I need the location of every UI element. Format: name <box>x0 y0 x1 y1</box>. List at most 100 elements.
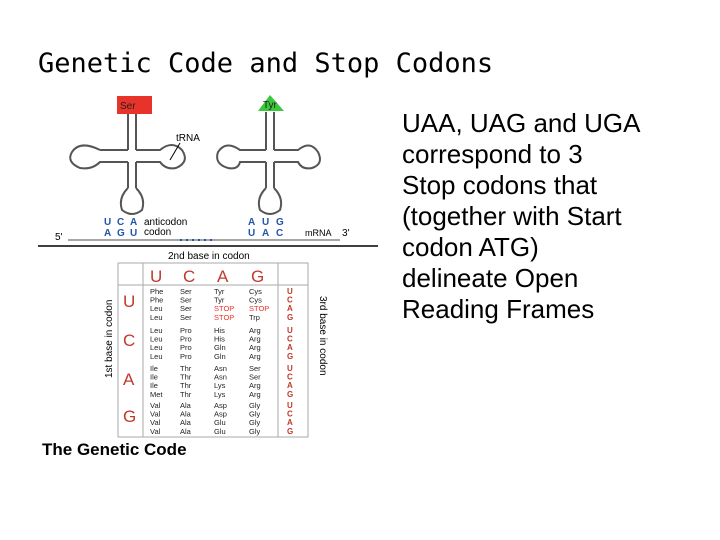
codon-base: U <box>248 228 255 239</box>
amino-acid-cell: Tyr <box>214 296 225 305</box>
amino-acid-cell: Ile <box>150 373 158 382</box>
amino-acid-label-left: Ser <box>120 101 136 112</box>
anticodon-base: A <box>248 217 255 228</box>
amino-acid-cell: Thr <box>180 364 192 373</box>
five-prime-label: 5' <box>55 232 63 243</box>
amino-acid-cell: Arg <box>249 352 261 361</box>
amino-acid-cell: His <box>214 335 225 344</box>
amino-acid-cell: Val <box>150 427 161 436</box>
amino-acid-cell: Leu <box>150 343 163 352</box>
codon-base: U <box>130 228 137 239</box>
stop-codon-cell: STOP <box>249 304 269 313</box>
amino-acid-cell: Glu <box>214 427 226 436</box>
anticodon-base: G <box>276 217 284 228</box>
amino-acid-cell: Thr <box>180 381 192 390</box>
first-base-title: 1st base in codon <box>104 300 115 378</box>
amino-acid-cell: Pro <box>180 352 192 361</box>
trna-right <box>216 112 321 215</box>
amino-acid-cell: Ala <box>180 427 192 436</box>
stop-codon-cell: STOP <box>214 304 234 313</box>
amino-acid-cell: Arg <box>249 390 261 399</box>
third-base-label: G <box>287 427 293 436</box>
amino-acid-cell: Gly <box>249 410 261 419</box>
third-base-label: A <box>287 304 293 313</box>
third-base-label: U <box>287 364 293 373</box>
amino-acid-cell: Asn <box>214 364 227 373</box>
amino-acid-cell: Leu <box>150 304 163 313</box>
anticodon-base: C <box>117 217 124 228</box>
third-base-label: G <box>287 352 293 361</box>
third-base-label: C <box>287 373 293 382</box>
third-base-label: G <box>287 313 293 322</box>
amino-acid-cell: Arg <box>249 326 261 335</box>
first-base-u: U <box>123 292 135 311</box>
amino-acid-cell: Leu <box>150 326 163 335</box>
amino-acid-cell: Ile <box>150 381 158 390</box>
amino-acid-cell: Ser <box>249 364 261 373</box>
first-base-g: G <box>123 407 136 426</box>
amino-acid-cell: Val <box>150 410 161 419</box>
amino-acid-cell: Ala <box>180 401 192 410</box>
second-base-title: 2nd base in codon <box>168 251 250 262</box>
stop-codon-cell: STOP <box>214 313 234 322</box>
amino-acid-marker-right <box>258 95 284 111</box>
bullet-line: Stop codons that <box>402 170 598 200</box>
second-base-a: A <box>217 267 229 286</box>
amino-acid-cell: Trp <box>249 313 260 322</box>
amino-acid-cell: Thr <box>180 390 192 399</box>
amino-acid-cell: Cys <box>249 287 262 296</box>
bullet-line: correspond to 3 <box>402 139 583 169</box>
bullet-text: UAA, UAG and UGA correspond to 3 Stop co… <box>402 108 712 325</box>
second-base-u: U <box>150 267 162 286</box>
amino-acid-cell: Pro <box>180 326 192 335</box>
trna-diagram: Ser Tyr tRNA U C A A G U anticodon codon <box>55 95 350 243</box>
amino-acid-cell: Ser <box>180 287 192 296</box>
amino-acid-box-left <box>117 96 152 114</box>
anticodon-base: U <box>262 217 269 228</box>
amino-acid-cell: Ala <box>180 410 192 419</box>
codon-base: A <box>104 228 111 239</box>
codon-base: C <box>276 228 283 239</box>
amino-acid-cell: Gly <box>249 418 261 427</box>
amino-acid-cell: Ile <box>150 364 158 373</box>
amino-acid-cell: Thr <box>180 373 192 382</box>
amino-acid-cell: Arg <box>249 343 261 352</box>
trna-left <box>69 112 186 215</box>
amino-acid-cell: Leu <box>150 313 163 322</box>
codon-label: codon <box>144 227 171 238</box>
amino-acid-cell: Leu <box>150 352 163 361</box>
amino-acid-cell: Phe <box>150 296 163 305</box>
anticodon-base: A <box>130 217 137 228</box>
amino-acid-cell: Ser <box>249 373 261 382</box>
slide-title: Genetic Code and Stop Codons <box>38 48 494 79</box>
amino-acid-cell: Gly <box>249 427 261 436</box>
amino-acid-cell: Arg <box>249 335 261 344</box>
third-base-title: 3rd base in codon <box>317 296 328 376</box>
genetic-code-table: 2nd base in codon 1st base in codon 3rd … <box>104 251 328 438</box>
amino-acid-cell: Lys <box>214 390 226 399</box>
trna-label: tRNA <box>176 133 200 144</box>
amino-acid-cell: Asp <box>214 401 227 410</box>
amino-acid-cell: Ser <box>180 313 192 322</box>
bullet-line: delineate Open <box>402 263 579 293</box>
bullet-line: codon ATG) <box>402 232 539 262</box>
codon-base: A <box>262 228 269 239</box>
amino-acid-cell: Ala <box>180 418 192 427</box>
amino-acid-cell: Gln <box>214 352 226 361</box>
third-base-label: A <box>287 381 293 390</box>
bullet-line: (together with Start <box>402 201 622 231</box>
mrna-label: mRNA <box>305 228 332 238</box>
third-base-label: A <box>287 418 293 427</box>
three-prime-label: 3' <box>342 228 350 239</box>
first-base-c: C <box>123 331 135 350</box>
amino-acid-label-right: Tyr <box>263 100 278 111</box>
amino-acid-cell: Ser <box>180 296 192 305</box>
amino-acid-cell: His <box>214 326 225 335</box>
amino-acid-cell: Ser <box>180 304 192 313</box>
third-base-label: C <box>287 410 293 419</box>
amino-acid-cell: Leu <box>150 335 163 344</box>
amino-acid-cell: Lys <box>214 381 226 390</box>
amino-acid-cell: Val <box>150 418 161 427</box>
third-base-label: U <box>287 287 293 296</box>
figure-caption: The Genetic Code <box>42 440 187 459</box>
